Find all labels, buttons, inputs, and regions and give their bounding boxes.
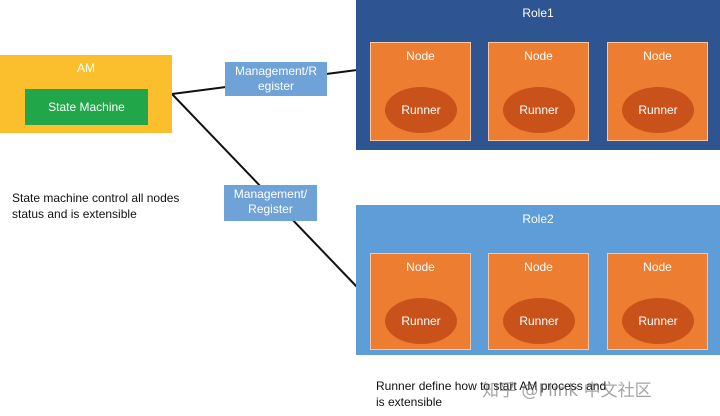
lower-label-line1: Management/: [233, 187, 308, 201]
management-register-label-upper: Management/R egister: [225, 62, 327, 96]
am-title: AM: [77, 61, 95, 75]
runner-ellipse: Runner: [503, 298, 575, 344]
node-label: Node: [524, 49, 553, 63]
role2-node-3: Node Runner: [607, 253, 708, 350]
management-register-label-lower: Management/ Register: [224, 185, 317, 221]
state-machine-box: State Machine: [25, 89, 148, 125]
state-machine-note: State machine control all nodes status a…: [12, 191, 180, 221]
node-label: Node: [406, 260, 435, 274]
upper-label-line2: egister: [257, 79, 295, 93]
role2-title: Role2: [522, 212, 554, 226]
role2-node-2: Node Runner: [488, 253, 589, 350]
watermark: 知乎 @Flink 中文社区: [482, 381, 652, 401]
runner-ellipse: Runner: [622, 87, 694, 133]
node-label: Node: [643, 260, 672, 274]
runner-note: Runner define how to start AM process an…: [376, 379, 607, 409]
lower-label-line2: Register: [248, 202, 293, 216]
role1-node-1: Node Runner: [370, 42, 471, 141]
node-label: Node: [524, 260, 553, 274]
role1-node-2: Node Runner: [488, 42, 589, 141]
runner-ellipse: Runner: [385, 298, 457, 344]
role1-title: Role1: [522, 6, 554, 20]
upper-label-line1: Management/R: [234, 64, 318, 78]
role1-node-3: Node Runner: [607, 42, 708, 141]
runner-ellipse: Runner: [622, 298, 694, 344]
runner-ellipse: Runner: [385, 87, 457, 133]
node-label: Node: [406, 49, 435, 63]
role2-node-1: Node Runner: [370, 253, 471, 350]
runner-ellipse: Runner: [503, 87, 575, 133]
node-label: Node: [643, 49, 672, 63]
